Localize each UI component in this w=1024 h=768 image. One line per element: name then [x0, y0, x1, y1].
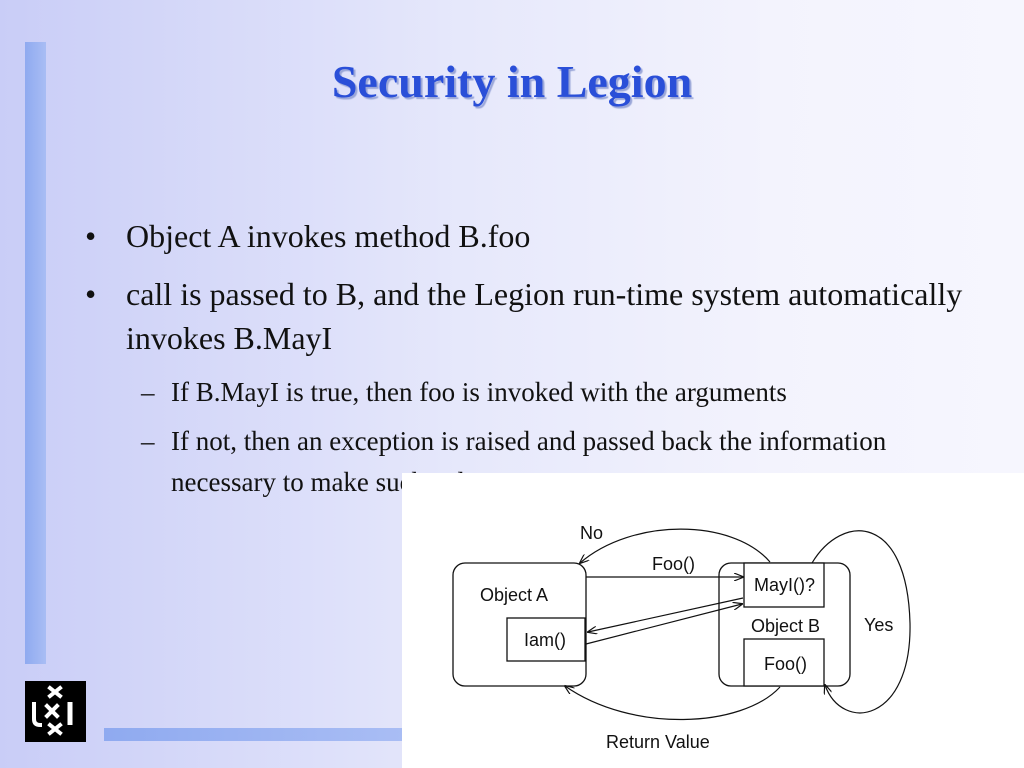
yes-loop-arrow [811, 530, 911, 714]
return-label: Return Value [606, 732, 710, 752]
iam-label: Iam() [524, 630, 566, 650]
bottom-accent-bar [104, 728, 404, 741]
bullet-text: call is passed to B, and the Legion run-… [126, 276, 963, 356]
bullet-marker: • [85, 218, 97, 254]
bullet-marker: • [85, 276, 97, 312]
mayi-box [743, 562, 825, 608]
sub-bullet-marker: – [141, 426, 155, 456]
left-accent-bar [25, 42, 46, 664]
mayi-label: MayI()? [754, 575, 815, 595]
foo-inner-label: Foo() [764, 654, 807, 674]
object-a-label: Object A [480, 585, 548, 605]
bullet-item: • Object A invokes method B.foo [85, 214, 965, 258]
response-arrow [585, 604, 742, 645]
foo-inner-box [743, 638, 825, 687]
sub-bullet-marker: – [141, 377, 155, 407]
challenge-arrow [588, 597, 744, 632]
university-logo-icon [25, 681, 86, 742]
no-label: No [580, 523, 603, 543]
bullet-item: • call is passed to B, and the Legion ru… [85, 272, 965, 360]
object-a-box [452, 562, 587, 687]
foo-call-label: Foo() [652, 554, 695, 574]
slide-title: Security in Legion [331, 56, 693, 107]
sub-bullet-item: – If B.MayI is true, then foo is invoked… [141, 372, 961, 413]
object-b-label: Object B [751, 616, 820, 636]
bullet-text: Object A invokes method B.foo [126, 218, 531, 254]
return-value-arrow [565, 686, 781, 721]
no-arc-arrow [580, 528, 771, 563]
iam-box [506, 617, 586, 662]
security-diagram: Object A Iam() MayI()? Object B Foo() Fo… [402, 473, 1024, 768]
sub-bullet-text: If B.MayI is true, then foo is invoked w… [171, 377, 787, 407]
yes-label: Yes [864, 615, 893, 635]
